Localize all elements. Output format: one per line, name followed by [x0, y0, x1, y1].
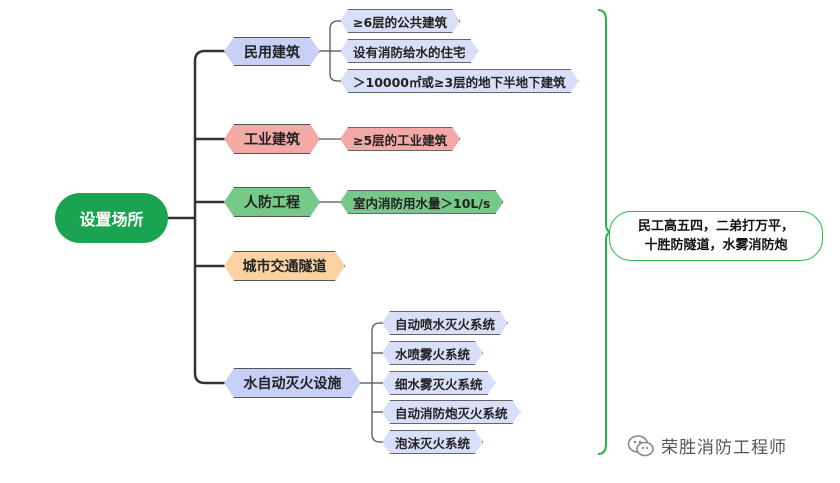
wechat-icon — [627, 434, 654, 456]
leaf-foam-system[interactable]: 泡沫灭火系统 — [382, 430, 483, 454]
summary-note[interactable]: 民工高五四，二弟打万平， 十胜防隧道，水雾消防炮 — [609, 211, 823, 261]
leaf-underground-buildings[interactable]: ＞10000㎡或≥3层的地下半地下建筑 — [340, 69, 579, 93]
leaf-sprinkler-system[interactable]: 自动喷水灭火系统 — [382, 311, 508, 335]
branch-water-extinguishing-facilities[interactable]: 水自动灭火设施 — [224, 368, 361, 398]
branch-civil-buildings[interactable]: 民用建筑 — [224, 37, 320, 66]
leaf-residential-with-water-supply[interactable]: 设有消防给水的住宅 — [340, 39, 479, 63]
leaf-water-spray-system[interactable]: 水喷雾火系统 — [382, 341, 483, 365]
summary-line-2: 十胜防隧道，水雾消防炮 — [644, 238, 788, 253]
watermark: 荣胜消防工程师 — [627, 433, 787, 458]
root-node[interactable]: 设置场所 — [55, 193, 168, 243]
leaf-public-buildings[interactable]: ≥6层的公共建筑 — [340, 9, 460, 33]
summary-line-1: 民工高五四，二弟打万平， — [637, 219, 794, 234]
leaf-industrial-5-floors[interactable]: ≥5层的工业建筑 — [340, 127, 460, 151]
branch-civil-air-defense[interactable]: 人防工程 — [224, 187, 320, 217]
leaf-water-mist-system[interactable]: 细水雾灭火系统 — [382, 371, 496, 395]
leaf-fire-monitor-system[interactable]: 自动消防炮灭火系统 — [382, 400, 521, 424]
branch-urban-tunnel[interactable]: 城市交通隧道 — [224, 251, 345, 281]
watermark-text: 荣胜消防工程师 — [661, 438, 787, 458]
branch-industrial-buildings[interactable]: 工业建筑 — [224, 124, 320, 154]
leaf-indoor-water-flow[interactable]: 室内消防用水量＞10L/s — [340, 190, 503, 214]
